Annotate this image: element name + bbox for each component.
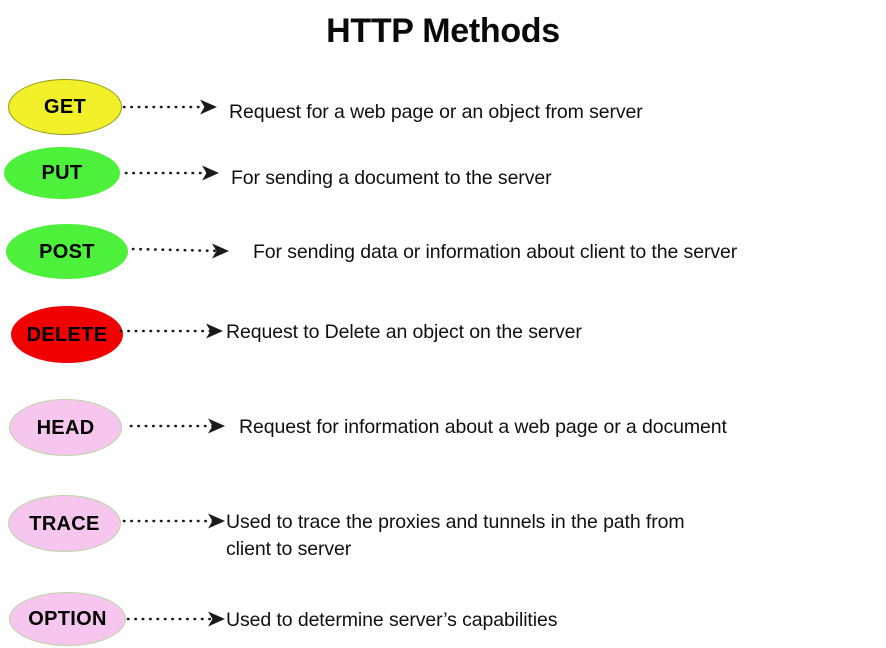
dotted-arrow-icon bbox=[124, 165, 219, 181]
method-label: OPTION bbox=[28, 608, 107, 630]
method-bubble-get[interactable]: GET bbox=[8, 79, 122, 135]
method-description: For sending a document to the server bbox=[231, 167, 552, 189]
method-description: Request for information about a web page… bbox=[239, 416, 727, 438]
method-description: For sending data or information about cl… bbox=[253, 241, 738, 263]
method-description: Used to trace the proxies and tunnels in… bbox=[226, 511, 685, 560]
method-label: PUT bbox=[41, 162, 83, 184]
dotted-arrow-icon bbox=[119, 323, 223, 339]
method-label: DELETE bbox=[26, 323, 108, 346]
dotted-arrow-icon bbox=[129, 418, 225, 434]
method-bubble-put[interactable]: PUT bbox=[4, 147, 120, 199]
method-bubble-post[interactable]: POST bbox=[6, 224, 128, 279]
method-bubble-option[interactable]: OPTION bbox=[9, 592, 126, 646]
method-description: Request to Delete an object on the serve… bbox=[226, 321, 582, 343]
method-label: POST bbox=[39, 240, 95, 263]
method-label: TRACE bbox=[29, 512, 100, 535]
method-bubble-head[interactable]: HEAD bbox=[9, 399, 122, 456]
method-bubble-trace[interactable]: TRACE bbox=[8, 495, 121, 552]
method-bubble-delete[interactable]: DELETE bbox=[11, 306, 123, 363]
method-description: Request for a web page or an object from… bbox=[229, 101, 643, 123]
method-description: Used to determine server’s capabilities bbox=[226, 609, 558, 631]
method-label: HEAD bbox=[36, 416, 95, 439]
page-title: HTTP Methods bbox=[326, 12, 560, 50]
dotted-arrow-icon bbox=[131, 243, 229, 259]
method-label: GET bbox=[43, 96, 86, 118]
dotted-arrow-icon bbox=[126, 611, 225, 627]
dotted-arrow-icon bbox=[122, 513, 225, 529]
dotted-arrow-icon bbox=[122, 99, 217, 115]
